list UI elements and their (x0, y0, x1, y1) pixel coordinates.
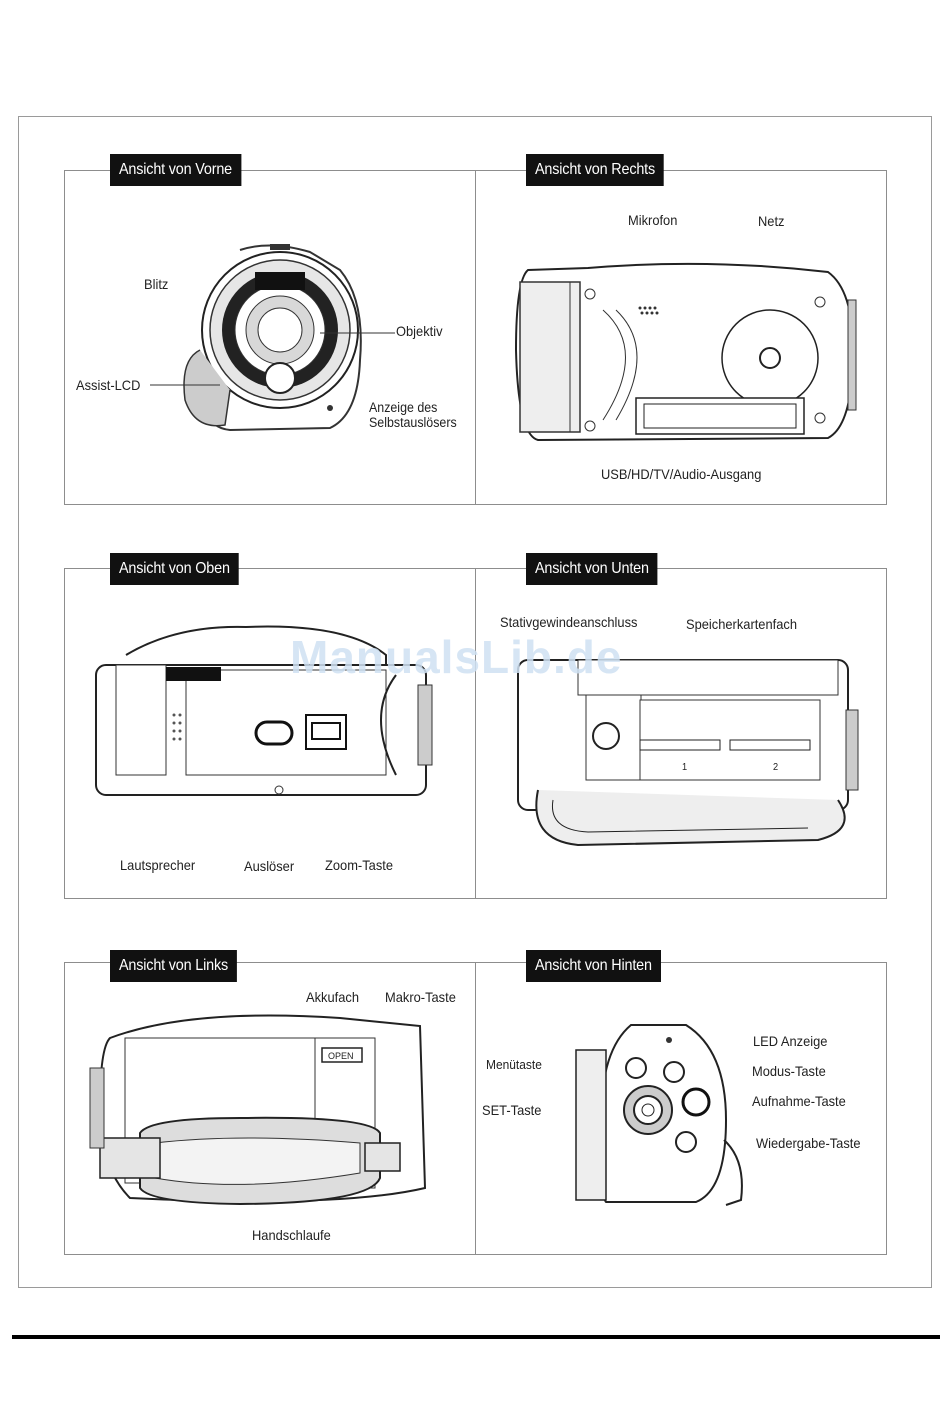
camera-front-illustration (170, 244, 370, 440)
open-marking: OPEN (328, 1051, 354, 1061)
label-stativgewinde: Stativgewindeanschluss (500, 614, 638, 630)
panel-top-title: Ansicht von Oben (110, 553, 239, 585)
camera-back-illustration (576, 1020, 756, 1210)
bottom-rule (12, 1335, 940, 1339)
label-assist-lcd: Assist-LCD (76, 377, 141, 393)
watermark: ManualsLib.de (290, 631, 623, 683)
label-speicherkartenfach: Speicherkartenfach (686, 616, 797, 632)
leader-objektiv (320, 328, 400, 338)
camera-left-illustration: OPEN (90, 1008, 435, 1223)
leader-assist-lcd (150, 380, 230, 390)
label-wiedergabe-taste: Wiedergabe-Taste (756, 1135, 861, 1151)
label-aufnahme-taste: Aufnahme-Taste (752, 1093, 846, 1109)
label-slot-2: 2 (773, 762, 779, 773)
label-slot-1: 1 (682, 762, 688, 773)
label-handschlaufe: Handschlaufe (252, 1227, 331, 1243)
camera-top-illustration (96, 615, 441, 815)
label-led-anzeige: LED Anzeige (753, 1033, 828, 1049)
label-blitz: Blitz (144, 276, 169, 292)
label-menuetaste: Menütaste (486, 1057, 542, 1072)
label-anzeige-selbstausloeser: Anzeige des Selbstauslösers (369, 400, 457, 430)
label-lautsprecher: Lautsprecher (120, 857, 196, 873)
camera-right-illustration (508, 250, 858, 450)
panel-right-title: Ansicht von Rechts (526, 154, 665, 186)
panel-front-view (64, 170, 476, 505)
diagram-frame (18, 116, 932, 1288)
label-akkufach: Akkufach (306, 989, 359, 1005)
label-zoom-taste: Zoom-Taste (325, 857, 394, 873)
panel-bottom-title: Ansicht von Unten (526, 553, 658, 585)
panel-front-title: Ansicht von Vorne (110, 154, 242, 186)
panel-left-title: Ansicht von Links (110, 950, 237, 982)
label-mikrofon: Mikrofon (628, 212, 678, 228)
label-set-taste: SET-Taste (482, 1102, 542, 1118)
label-ausloeser: Auslöser (244, 858, 295, 874)
label-usb-ausgang: USB/HD/TV/Audio-Ausgang (601, 466, 762, 482)
label-netz: Netz (758, 213, 785, 229)
camera-bottom-illustration (518, 640, 863, 860)
label-makro-taste: Makro-Taste (385, 989, 456, 1005)
label-objektiv: Objektiv (396, 323, 443, 339)
label-modus-taste: Modus-Taste (752, 1063, 826, 1079)
panel-back-title: Ansicht von Hinten (526, 950, 661, 982)
